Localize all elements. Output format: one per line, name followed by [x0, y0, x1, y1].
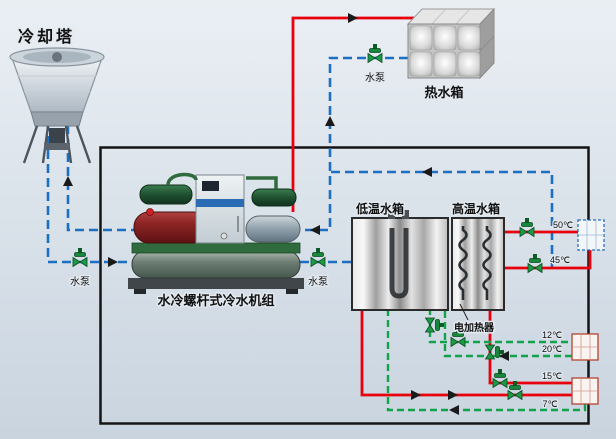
tank-stub: [388, 210, 395, 219]
high-temp-tank-label: 高温水箱: [452, 201, 500, 216]
pipe-chilled-supply-7: [386, 308, 587, 412]
chiller-vessel: [245, 215, 301, 243]
chiller-pipe: [166, 172, 198, 186]
load-box-grid: [578, 220, 604, 250]
heater-coil: [482, 226, 492, 300]
high-temp-tank-body: [451, 217, 505, 311]
heater-leader-line: [459, 303, 469, 321]
load-unit-high: [577, 219, 605, 251]
chiller-compressor: [251, 188, 297, 207]
chiller-compressor: [139, 184, 193, 205]
cabinet-display: [202, 181, 219, 191]
pipe-chilled-return-20: [443, 308, 572, 358]
chiller-label: 水冷螺杆式冷水机组: [157, 293, 274, 308]
temp-label-12: 12℃: [542, 330, 562, 340]
pipe-inner-return: [330, 170, 554, 268]
load-unit-low: [571, 377, 599, 405]
tower-fan-hub: [52, 52, 62, 62]
cabinet-stripe: [196, 199, 244, 207]
tower-legs: [22, 125, 92, 164]
chiller-foot: [134, 289, 146, 294]
temp-label-45: 45℃: [550, 255, 570, 265]
tower-motor-base: [44, 143, 70, 150]
chiller-unit: [128, 172, 304, 294]
heater-coil: [458, 226, 468, 300]
temp-label-7: 7℃: [542, 399, 557, 409]
chiller-gauge: [220, 232, 228, 240]
chiller-pipe: [246, 176, 278, 189]
tank-seam: [431, 8, 447, 25]
pump-label: 水泵: [365, 72, 385, 84]
cooling-tower-label: 冷却塔: [18, 27, 75, 46]
hot-water-tank: [406, 7, 496, 80]
tower-basin: [30, 111, 84, 127]
pipe-bottom-main: [360, 308, 572, 397]
tank-panel: [409, 51, 433, 77]
pipe-load-supply: [488, 308, 572, 385]
tank-seam: [455, 8, 471, 25]
tank-seam: [479, 35, 495, 52]
temp-label-15: 15℃: [542, 371, 562, 381]
tank-top-face: [406, 8, 496, 25]
chiller-foot: [286, 289, 298, 294]
electric-heater-label: 电加热器: [454, 321, 495, 334]
pump-label: 水泵: [308, 276, 328, 288]
pipe-cooling-return: [66, 122, 140, 232]
tank-panel: [409, 25, 433, 51]
tank-panel: [457, 25, 481, 51]
tank-panel: [433, 25, 457, 51]
low-temp-tank-label: 低温水箱: [355, 201, 404, 216]
load-box-grid: [572, 334, 598, 360]
hot-water-tank-label: 热水箱: [424, 85, 463, 100]
temp-label-20: 20℃: [542, 344, 562, 354]
low-temp-tank: [351, 210, 449, 311]
cooling-tower: [9, 47, 105, 164]
chiller-base: [128, 278, 304, 289]
tank-panel: [433, 51, 457, 77]
chiller-frame: [131, 242, 301, 254]
high-temp-tank: [451, 217, 505, 311]
load-box-grid: [572, 378, 598, 404]
system-boundary: [99, 146, 590, 425]
heat-exchanger-utube: [389, 228, 409, 299]
temp-label-50: 50℃: [553, 220, 573, 230]
tank-stub: [402, 210, 409, 219]
chiller-control-cabinet: [195, 174, 245, 244]
pump-label: 水泵: [70, 276, 90, 288]
chiller-valve: [146, 208, 154, 216]
tank-panel: [457, 51, 481, 77]
load-unit-mid: [571, 333, 599, 361]
tower-motor: [49, 128, 65, 143]
chiller-evaporator: [131, 250, 301, 279]
